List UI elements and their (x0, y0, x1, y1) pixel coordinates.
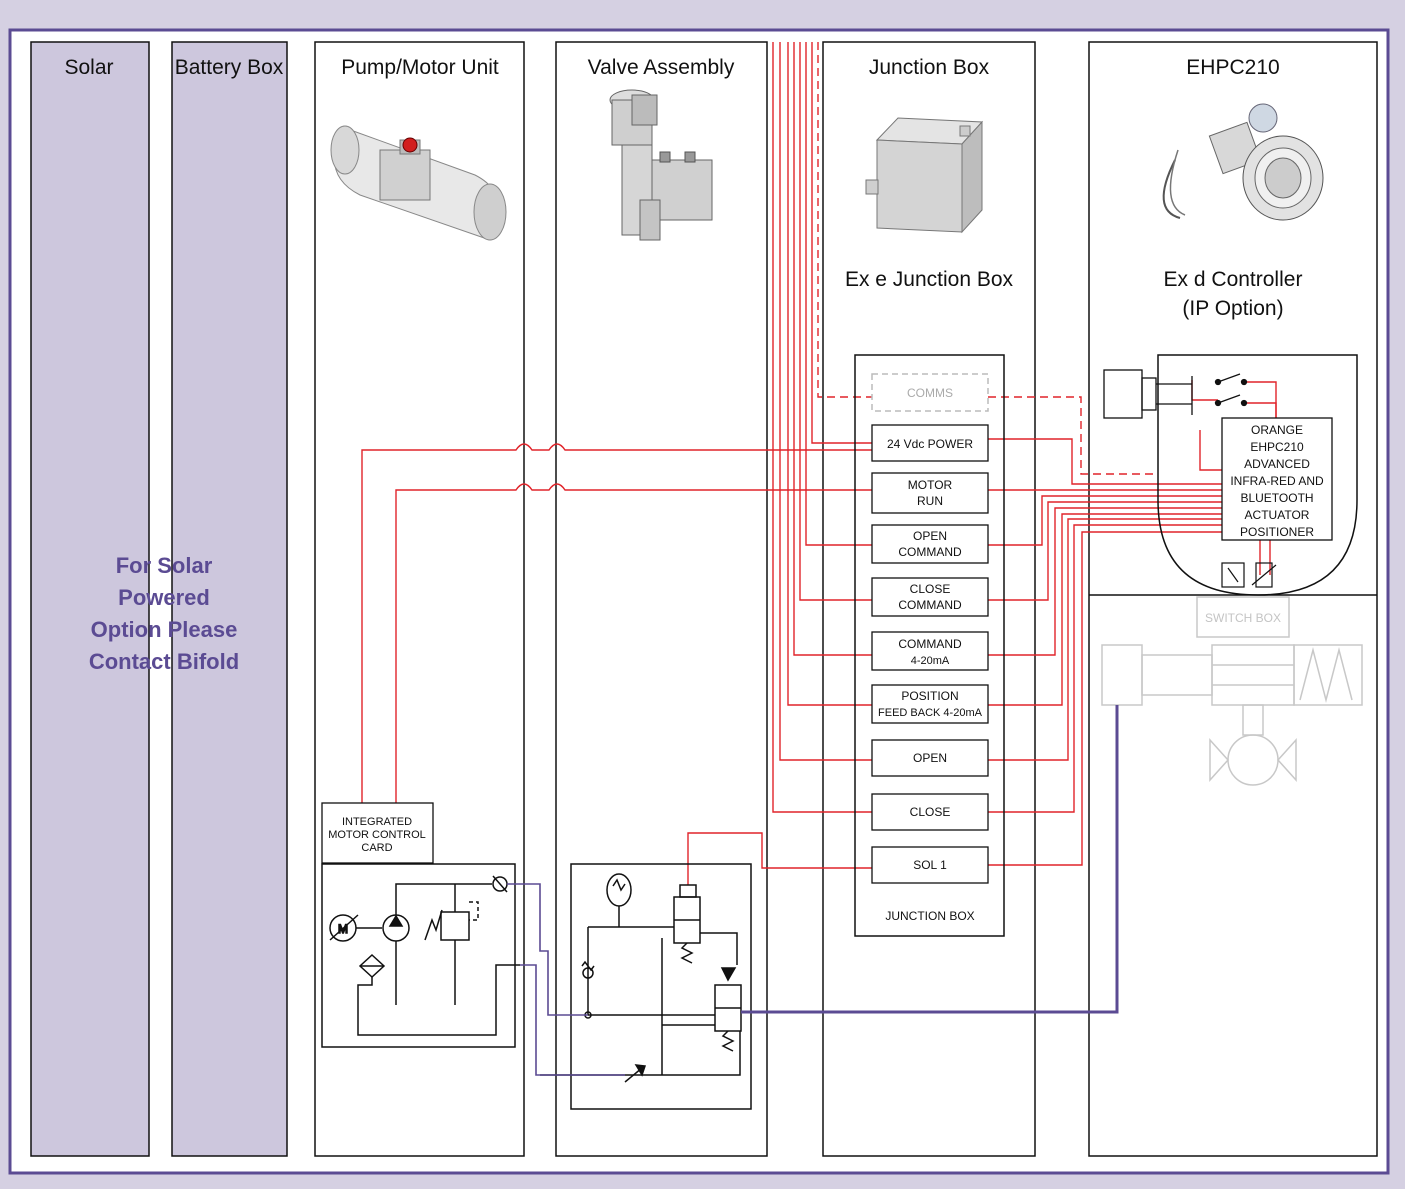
terminal-position-feedback: POSITION FEED BACK 4-20mA (871, 684, 989, 724)
junction-box-enclosure (854, 354, 1005, 937)
terminal-power: 24 Vdc POWER (871, 424, 989, 462)
terminal-command-4-20ma: COMMAND 4-20mA (871, 631, 989, 671)
svg-text:ADVANCED: ADVANCED (1244, 457, 1310, 471)
svg-text:EHPC210: EHPC210 (1250, 440, 1304, 454)
svg-text:RUN: RUN (917, 494, 943, 508)
solar-panel (30, 41, 150, 1157)
controller-enclosure (1157, 354, 1358, 596)
battery-title: Battery Box (175, 56, 284, 79)
svg-text:ORANGE: ORANGE (1251, 423, 1303, 437)
controller-connector-block (1103, 369, 1248, 419)
svg-text:OPEN: OPEN (913, 751, 947, 765)
svg-text:CLOSE: CLOSE (910, 805, 951, 819)
svg-text:INTEGRATED: INTEGRATED (342, 816, 412, 828)
junction-caption: Ex e Junction Box (845, 268, 1014, 291)
terminal-open: OPEN (871, 739, 989, 777)
feedback-sensors (1221, 562, 1277, 588)
controller-caption-line-1: Ex d Controller (1164, 268, 1303, 291)
svg-text:COMMAND: COMMAND (898, 637, 962, 651)
solar-note-line-3: Option Please (91, 617, 238, 642)
solar-note-line-1: For Solar (116, 553, 213, 578)
svg-text:COMMAND: COMMAND (898, 598, 962, 612)
svg-text:FEED BACK 4-20mA: FEED BACK 4-20mA (878, 707, 983, 719)
svg-text:SOL 1: SOL 1 (913, 858, 947, 872)
svg-text:OPEN: OPEN (913, 529, 947, 543)
valve-hydraulic-circuit (540, 863, 752, 1110)
controller-title: EHPC210 (1186, 56, 1279, 79)
valve-assembly-illustration (609, 89, 713, 241)
pump-title: Pump/Motor Unit (341, 56, 499, 79)
comms-terminal (871, 373, 989, 412)
svg-text:BLUETOOTH: BLUETOOTH (1240, 491, 1313, 505)
pump-motor-illustration (330, 125, 507, 241)
svg-text:POSITION: POSITION (901, 689, 958, 703)
comms-label: COMMS (907, 386, 953, 400)
switch-box-label: SWITCH BOX (1205, 611, 1281, 625)
svg-text:24 Vdc POWER: 24 Vdc POWER (887, 437, 973, 451)
terminal-close-command: CLOSE COMMAND (871, 577, 989, 617)
switch-box-ghost (1101, 596, 1363, 786)
signal-wiring (361, 42, 1277, 885)
terminal-sol-1: SOL 1 (871, 846, 989, 884)
svg-text:ACTUATOR: ACTUATOR (1245, 508, 1310, 522)
pump-hydraulic-circuit: M (321, 863, 520, 1048)
svg-text:MOTOR CONTROL: MOTOR CONTROL (328, 829, 426, 841)
controller-illustration (1162, 103, 1324, 221)
positioner-module: ORANGE EHPC210 ADVANCED INFRA-RED AND BL… (1221, 417, 1333, 541)
terminal-motor-run: MOTOR RUN (871, 472, 989, 514)
valve-title: Valve Assembly (588, 56, 735, 79)
svg-text:COMMAND: COMMAND (898, 545, 962, 559)
hydraulic-lines (507, 705, 1119, 1076)
controller-caption-line-2: (IP Option) (1182, 297, 1283, 320)
svg-text:CLOSE: CLOSE (910, 582, 951, 596)
solar-note-line-2: Powered (118, 585, 210, 610)
svg-text:MOTOR: MOTOR (908, 478, 953, 492)
junction-title: Junction Box (869, 56, 990, 79)
terminal-open-command: OPEN COMMAND (871, 524, 989, 564)
junction-box-label: JUNCTION BOX (885, 909, 974, 923)
controller-column (1088, 41, 1378, 1157)
solar-title: Solar (64, 56, 113, 79)
solar-note-line-4: Contact Bifold (89, 649, 239, 674)
terminal-close: CLOSE (871, 793, 989, 831)
motor-control-card: INTEGRATED MOTOR CONTROL CARD (321, 802, 434, 864)
svg-text:INFRA-RED AND: INFRA-RED AND (1230, 474, 1324, 488)
svg-text:CARD: CARD (361, 842, 392, 854)
junction-box-illustration (865, 117, 984, 234)
svg-text:POSITIONER: POSITIONER (1240, 525, 1314, 539)
battery-panel (171, 41, 288, 1157)
svg-text:4-20mA: 4-20mA (911, 655, 950, 667)
